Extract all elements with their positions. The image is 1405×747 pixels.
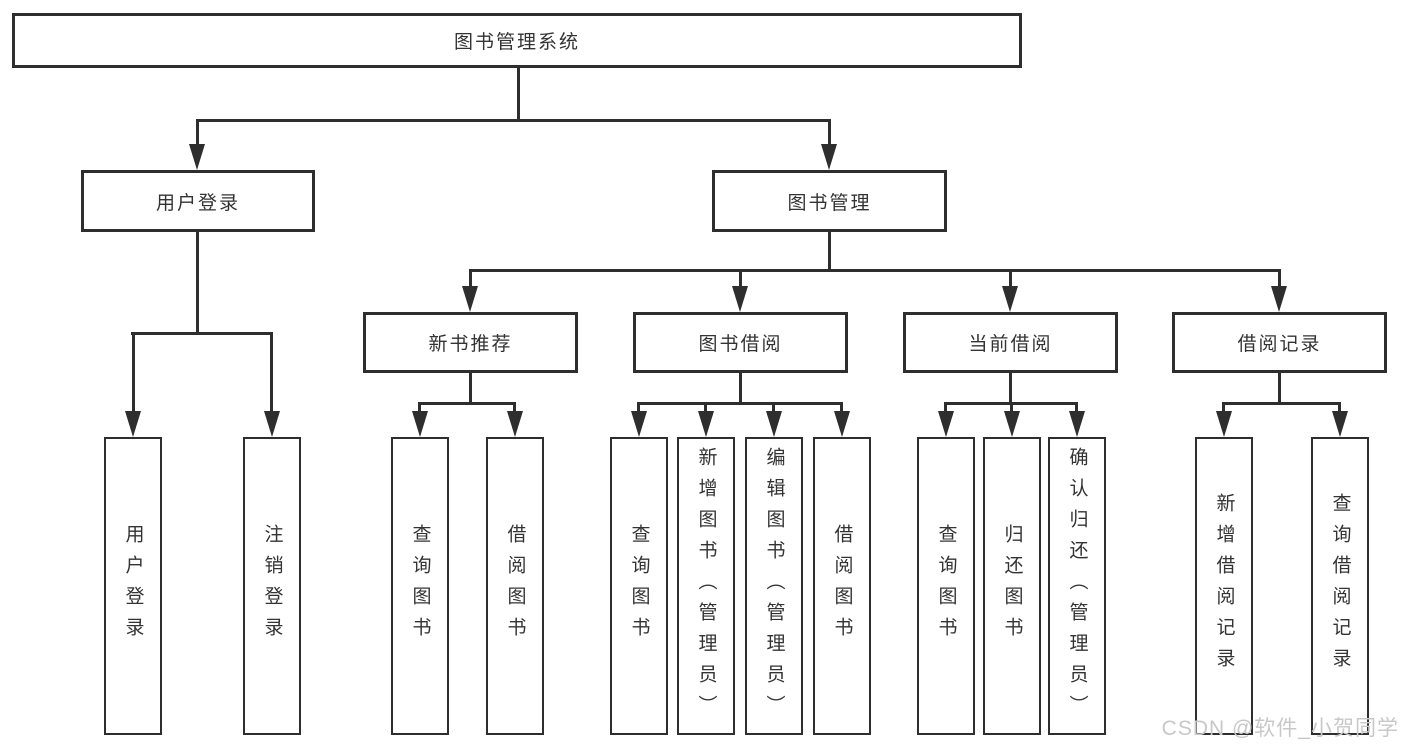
node-library-system: 图书管理系统 [12, 13, 1022, 68]
node-label: 当前借阅 [968, 334, 1053, 355]
node-label: 借阅记录 [1237, 334, 1322, 355]
arrow-down-icon [938, 411, 954, 437]
leaf-borrow-books-recommend: 借阅图书 [486, 437, 544, 735]
connector-level3-horizontal [469, 269, 1281, 272]
arrow-down-icon [1004, 411, 1020, 437]
arrow-down-icon [462, 286, 478, 312]
node-label: 图书借阅 [698, 334, 783, 355]
arrow-down-icon [1002, 286, 1018, 312]
leaf-label: 查询借阅记录 [1329, 493, 1351, 679]
connector-stem [469, 269, 472, 288]
connector-stem [739, 269, 742, 288]
connector-book-borrow-vertical [739, 373, 742, 403]
arrow-down-icon [631, 411, 647, 437]
connector-borrow-records-vertical [1278, 373, 1281, 403]
connector-book-borrow-horizontal [637, 402, 843, 405]
watermark: CSDN @软件_小贺同学 [1161, 717, 1399, 740]
connector-user-login-vertical [196, 232, 199, 333]
leaf-label: 借阅图书 [504, 524, 526, 648]
leaf-user-login: 用户登录 [104, 437, 162, 735]
connector-stem [828, 119, 831, 147]
connector-stem [1278, 269, 1281, 288]
connector-current-borrow-vertical [1009, 373, 1012, 403]
arrow-down-icon [125, 411, 141, 437]
leaf-label: 注销登录 [261, 524, 283, 648]
leaf-label: 查询图书 [935, 524, 957, 648]
leaf-label: 查询图书 [628, 524, 650, 648]
node-label: 新书推荐 [428, 334, 513, 355]
connector-stem [1338, 402, 1341, 413]
arrow-down-icon [507, 411, 523, 437]
connector-new-books-horizontal [418, 402, 516, 405]
leaf-edit-book-admin: 编辑图书（管理员） [745, 437, 803, 735]
connector-stem [132, 332, 135, 413]
connector-borrow-records-horizontal [1222, 402, 1341, 405]
connector-stem [1010, 402, 1013, 413]
arrow-down-icon [732, 286, 748, 312]
arrow-down-icon [1216, 411, 1232, 437]
leaf-confirm-return-admin: 确认归还（管理员） [1048, 437, 1106, 735]
leaf-label: 归还图书 [1001, 524, 1023, 648]
leaf-label: 新增借阅记录 [1213, 493, 1235, 679]
arrow-down-icon [264, 411, 280, 437]
node-current-borrowing: 当前借阅 [903, 312, 1118, 373]
connector-stem [196, 119, 199, 147]
connector-stem [704, 402, 707, 413]
leaf-label: 借阅图书 [831, 524, 853, 648]
connector-stem [944, 402, 947, 413]
leaf-label: 用户登录 [122, 524, 144, 648]
connector-stem [270, 332, 273, 413]
connector-stem [840, 402, 843, 413]
leaf-label: 编辑图书（管理员） [763, 446, 785, 726]
arrow-down-icon [821, 144, 837, 170]
node-book-borrowing: 图书借阅 [633, 312, 848, 373]
connector-stem [418, 402, 421, 413]
connector-root-vertical [517, 68, 520, 120]
leaf-add-book-admin: 新增图书（管理员） [677, 437, 735, 735]
arrow-down-icon [766, 411, 782, 437]
connector-stem [637, 402, 640, 413]
connector-stem [772, 402, 775, 413]
node-borrowing-records: 借阅记录 [1172, 312, 1387, 373]
leaf-query-books-recommend: 查询图书 [391, 437, 449, 735]
arrow-down-icon [1069, 411, 1085, 437]
node-label: 图书管理系统 [453, 32, 580, 53]
node-user-login: 用户登录 [81, 170, 315, 232]
leaf-return-books: 归还图书 [983, 437, 1041, 735]
connector-stem [1075, 402, 1078, 413]
leaf-logout: 注销登录 [243, 437, 301, 735]
connector-stem [1009, 269, 1012, 288]
node-label: 图书管理 [787, 192, 872, 214]
node-label: 用户登录 [155, 192, 240, 214]
arrow-down-icon [1271, 286, 1287, 312]
connector-stem [1222, 402, 1225, 413]
arrow-down-icon [1332, 411, 1348, 437]
node-new-book-recommend: 新书推荐 [363, 312, 578, 373]
arrow-down-icon [412, 411, 428, 437]
arrow-down-icon [698, 411, 714, 437]
arrow-down-icon [189, 144, 205, 170]
leaf-label: 查询图书 [409, 524, 431, 648]
connector-new-books-vertical [469, 373, 472, 403]
connector-level2-horizontal [196, 119, 831, 122]
connector-book-mgmt-vertical [828, 232, 831, 270]
leaf-label: 新增图书（管理员） [695, 446, 717, 726]
leaf-add-borrow-record: 新增借阅记录 [1195, 437, 1253, 735]
arrow-down-icon [834, 411, 850, 437]
leaf-label: 确认归还（管理员） [1066, 446, 1088, 726]
leaf-query-borrow-record: 查询借阅记录 [1311, 437, 1369, 735]
leaf-borrow-books: 借阅图书 [813, 437, 871, 735]
leaf-query-books-current: 查询图书 [917, 437, 975, 735]
connector-stem [513, 402, 516, 413]
leaf-query-books-borrow: 查询图书 [610, 437, 668, 735]
node-book-management: 图书管理 [712, 170, 947, 232]
connector-user-login-horizontal [131, 332, 273, 335]
